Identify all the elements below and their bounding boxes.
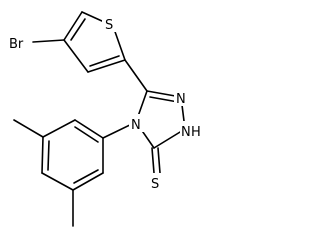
atom-br: Br [9, 37, 24, 52]
bond-c4-br [32, 39, 65, 43]
bond-c3t-s-b [157, 147, 161, 174]
bond-p5-p6-double [73, 169, 99, 184]
thiophene-ring [32, 11, 126, 73]
bond-p3-p4-double [47, 140, 50, 171]
bond-c4-c5-double [70, 18, 86, 41]
s-thiophene-bg [102, 14, 120, 32]
bond-c2-c3 [87, 59, 126, 73]
br-bg [8, 33, 32, 51]
nh-bg [180, 121, 204, 139]
atom-s-thione: S [151, 177, 159, 192]
atom-n-top: N [176, 92, 186, 107]
bond-thiophene-triazole [124, 59, 148, 92]
bond-methyl-top [13, 119, 44, 138]
atom-nh-n: N [181, 125, 191, 140]
bond-c5t-n1-double [149, 96, 179, 103]
molecule-diagram: S Br N N H N S [8, 11, 204, 227]
n-aryl-bg [129, 114, 145, 132]
atom-s-thiophene: S [105, 18, 113, 33]
bond-p1-p2 [74, 119, 104, 139]
bond-n2-c3t [153, 128, 186, 149]
bond-c3t-s-a [151, 147, 155, 174]
n-top-bg [174, 88, 190, 106]
bond-p1-p2-double [74, 126, 99, 143]
bond-c4-c5 [63, 11, 83, 41]
bond-p2-p3 [42, 119, 76, 138]
bond-p4-p5 [41, 172, 74, 191]
bond-p5-p6 [72, 172, 104, 191]
s-thione-bg [148, 173, 164, 191]
bond-c3-c4 [63, 39, 89, 73]
bond-p3-p4 [41, 136, 44, 174]
bond-c2-c3-double [89, 55, 120, 67]
dimethylphenyl-ring [13, 119, 104, 227]
atom-nh-h: H [191, 125, 201, 140]
atom-n-aryl: N [131, 118, 141, 133]
structure-svg: S Br N N H N S [8, 11, 204, 227]
